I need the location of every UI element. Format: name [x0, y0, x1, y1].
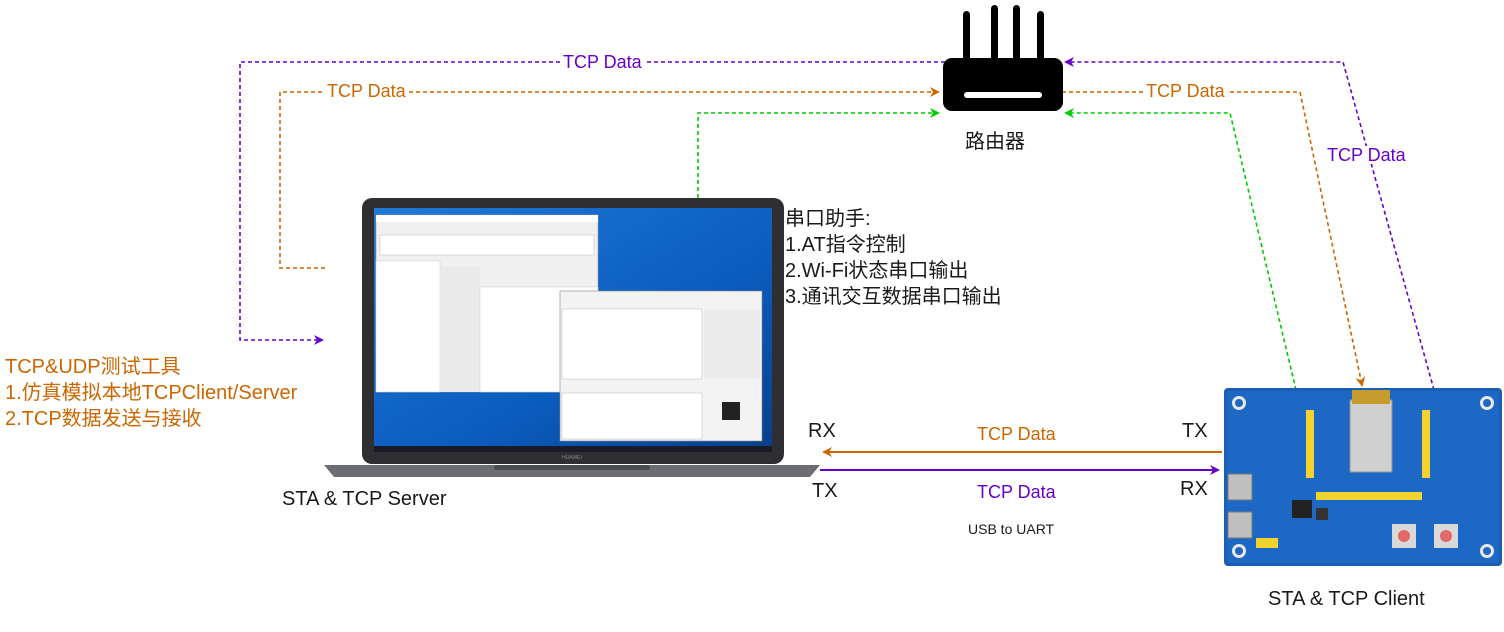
laptop-tx-label: TX	[812, 480, 838, 502]
dev-board-image	[1224, 388, 1502, 566]
purple-link-board-to-router	[1064, 57, 1435, 391]
green-link-laptop-to-router	[697, 108, 940, 198]
flow-label-top-left: TCP Data	[561, 52, 644, 72]
board-rx-label: RX	[1180, 478, 1208, 500]
serial-assistant-title: 串口助手:	[785, 208, 871, 230]
router-icon	[943, 5, 1063, 111]
tcp-udp-tool-item: 1.仿真模拟本地TCPClient/Server	[5, 382, 298, 404]
tcp-udp-tool-notes: TCP&UDP测试工具 1.仿真模拟本地TCPClient/Server 2.T…	[5, 354, 297, 432]
serial-assistant-notes: 串口助手: 1.AT指令控制 2.Wi-Fi状态串口输出 3.通讯交互数据串口输…	[785, 206, 1002, 310]
server-label: STA & TCP Server	[282, 488, 447, 510]
serial-assistant-item: 1.AT指令控制	[785, 234, 906, 256]
client-label: STA & TCP Client	[1268, 588, 1425, 610]
laptop-rx-label: RX	[808, 420, 836, 442]
flow-label-mid-left: TCP Data	[325, 81, 408, 101]
laptop-image: HUAWEI	[324, 198, 820, 477]
flow-label-right: TCP Data	[1325, 145, 1408, 165]
router-label: 路由器	[965, 131, 1025, 153]
serial-assistant-item: 3.通讯交互数据串口输出	[785, 286, 1002, 308]
orange-link-tool-to-router	[279, 87, 940, 269]
uart-label-bottom: TCP Data	[977, 482, 1056, 502]
flow-label-mid-right: TCP Data	[1144, 81, 1227, 101]
serial-assistant-item: 2.Wi-Fi状态串口输出	[785, 260, 969, 282]
uart-caption: USB to UART	[968, 521, 1055, 537]
green-link-board-to-router	[1064, 108, 1297, 391]
board-tx-label: TX	[1182, 420, 1208, 442]
orange-link-router-to-board	[1062, 91, 1366, 387]
tcp-udp-tool-title: TCP&UDP测试工具	[5, 356, 181, 378]
laptop-brand: HUAWEI	[562, 455, 582, 461]
tcp-udp-tool-item: 2.TCP数据发送与接收	[5, 408, 202, 430]
uart-label-top: TCP Data	[977, 424, 1056, 444]
